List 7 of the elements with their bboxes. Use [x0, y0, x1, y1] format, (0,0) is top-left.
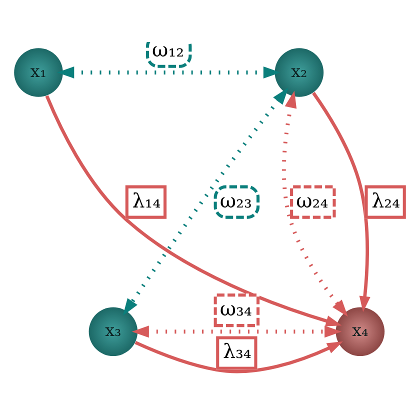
edge-label: ω₂₄ — [296, 189, 328, 212]
edge-label: λ₃₄ — [222, 340, 252, 364]
edge-label: λ₂₄ — [372, 189, 400, 212]
edge-label: ω₁₂ — [152, 38, 184, 62]
edge-label: λ₁₄ — [132, 189, 161, 212]
edge-label: ω₂₃ — [220, 189, 252, 212]
edge-label: ω₃₄ — [220, 297, 252, 320]
